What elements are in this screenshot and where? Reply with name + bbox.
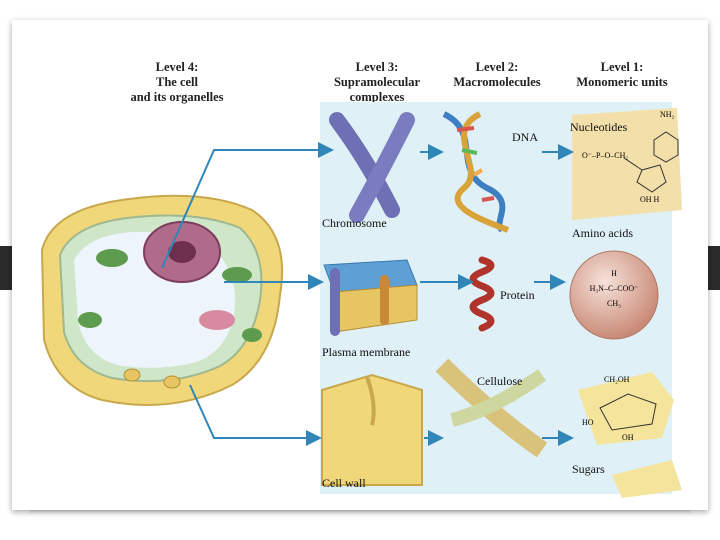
label-chromosome: Chromosome xyxy=(322,216,387,230)
slide-shadow xyxy=(30,508,690,514)
header-level-4-line-3: and its organelles xyxy=(130,90,224,104)
chromosome-illustration xyxy=(329,112,415,223)
protein-illustration xyxy=(469,256,495,332)
plant-cell-illustration xyxy=(40,194,284,406)
cell-wall-illustration xyxy=(321,373,423,486)
arrow-cell-to-chromosome xyxy=(161,142,334,269)
dna-illustration xyxy=(442,111,510,233)
label-dna: DNA xyxy=(512,130,538,144)
header-level-4-line-1: Level 4: xyxy=(155,60,199,74)
slide: Level 4: The cell and its organelles Lev… xyxy=(12,20,708,510)
label-amino-acids: Amino acids xyxy=(572,226,633,240)
sugar-illustration: CH₂OH HO OH xyxy=(578,372,682,498)
amino-acid-illustration: H H₃N–C–COO⁻ CH₃ xyxy=(569,250,659,340)
header-level-1-line-1: Level 1: xyxy=(600,60,644,74)
label-protein: Protein xyxy=(500,288,535,302)
plasma-membrane-illustration xyxy=(323,259,418,336)
label-nucleotides: Nucleotides xyxy=(570,120,628,134)
formula-ho: HO xyxy=(582,418,594,427)
header-level-1-line-2: Monomeric units xyxy=(576,75,668,89)
formula-nh2: NH₂ xyxy=(660,110,675,119)
nucleotide-illustration: NH₂ O⁻–P–O–CH₂ OH H xyxy=(572,108,682,220)
connector-arrows xyxy=(161,142,574,446)
header-level-2: Level 2: Macromolecules xyxy=(437,60,557,90)
formula-h: H xyxy=(611,269,617,278)
cellulose-illustration xyxy=(435,358,548,458)
header-level-2-line-1: Level 2: xyxy=(475,60,519,74)
label-cell-wall: Cell wall xyxy=(322,476,366,490)
label-cellulose: Cellulose xyxy=(477,374,523,388)
label-plasma-membrane: Plasma membrane xyxy=(322,345,411,359)
formula-oh-h: OH H xyxy=(640,195,660,204)
formula-ch3: CH₃ xyxy=(607,299,621,308)
formula-phosphate: O⁻–P–O–CH₂ xyxy=(582,151,628,160)
header-level-4: Level 4: The cell and its organelles xyxy=(112,60,242,105)
header-level-2-line-2: Macromolecules xyxy=(453,75,541,89)
formula-oh: OH xyxy=(622,433,634,442)
header-level-1: Level 1: Monomeric units xyxy=(557,60,687,90)
header-level-3-line-1: Level 3: xyxy=(355,60,399,74)
arrow-cell-to-wall xyxy=(189,384,322,446)
diagram-illustration: NH₂ O⁻–P–O–CH₂ OH H H H₃N–C–COO⁻ CH₃ CH₂… xyxy=(40,102,682,498)
label-sugars: Sugars xyxy=(572,462,605,476)
header-level-4-line-2: The cell xyxy=(155,75,198,89)
formula-amino: H₃N–C–COO⁻ xyxy=(590,284,639,293)
header-level-3: Level 3: Supramolecular complexes xyxy=(317,60,437,105)
formula-ch2oh: CH₂OH xyxy=(604,375,630,384)
header-level-3-line-3: complexes xyxy=(349,90,405,104)
header-level-3-line-2: Supramolecular xyxy=(333,75,421,89)
